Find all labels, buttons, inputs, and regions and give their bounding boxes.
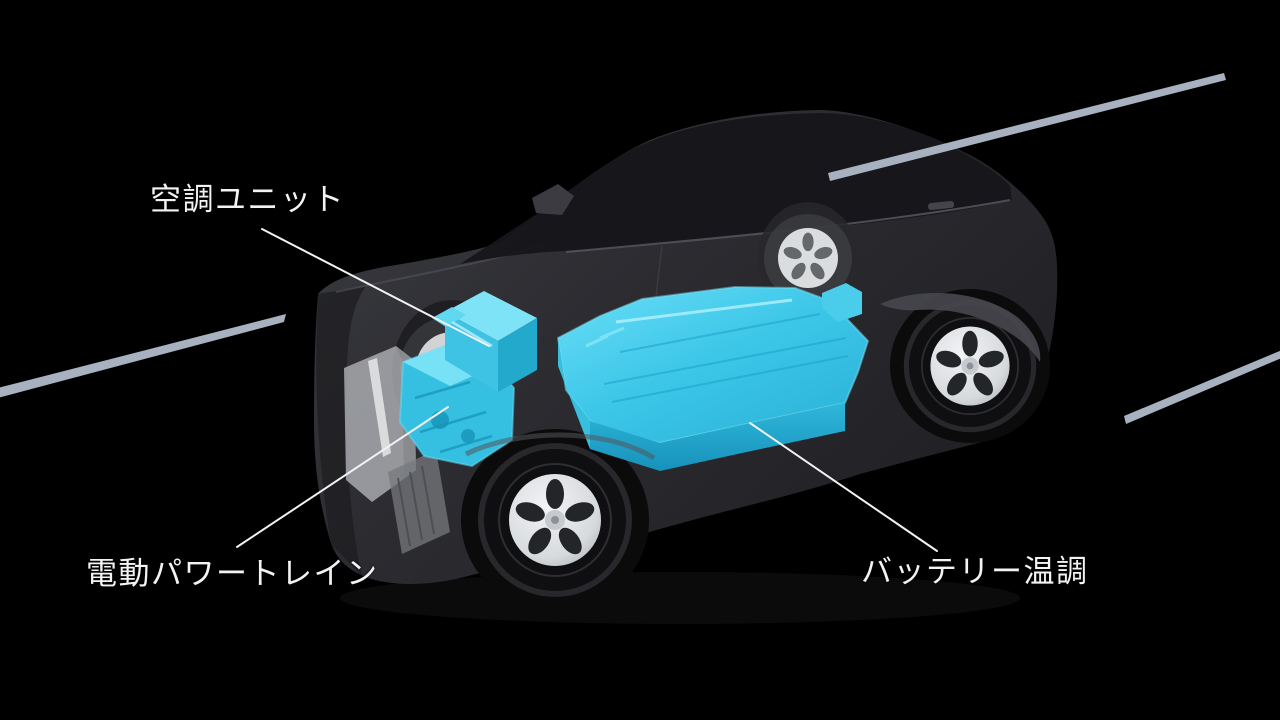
speed-streak-bottom-right [1124,350,1280,424]
rear-fender-highlight [880,292,1041,362]
leader-line-ac-unit [261,228,490,347]
speed-streak-top-right [828,73,1226,181]
far-rear-wheel [758,202,858,314]
label-battery: バッテリー温調 [861,554,1089,589]
leader-line-battery [749,422,938,552]
front-wheel [478,443,632,597]
cabin-glass [460,113,1012,264]
door-handle [928,200,955,211]
side-mirror [532,184,574,215]
leader-line-powertrain [236,406,449,548]
battery-pack-highlight [556,283,870,471]
battery-rear-bracket [822,283,862,322]
label-powertrain: 電動パワートレイン [86,556,379,591]
label-ac-unit: 空調ユニット [150,182,345,217]
speed-streak-left [0,314,286,398]
front-fender-highlight [464,432,656,461]
ac-unit-highlight [432,291,537,392]
